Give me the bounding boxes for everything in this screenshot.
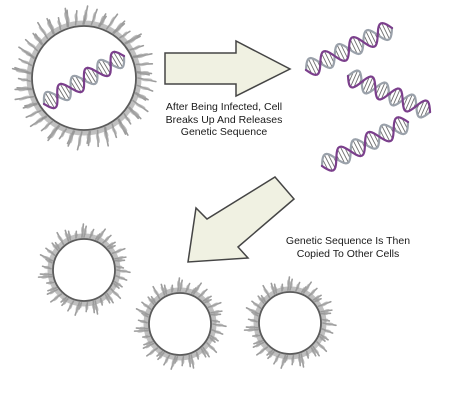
copy-caption: Genetic Sequence Is Then Copied To Other… [268, 235, 428, 260]
copied-cell-icon [243, 276, 337, 369]
caption-line: Genetic Sequence [180, 126, 268, 138]
released-dna-strand-icon [320, 116, 410, 172]
arrow-down-left-icon [187, 176, 296, 263]
caption-line: Copied To Other Cells [296, 247, 400, 260]
dna-inside-cell-icon [42, 50, 126, 110]
infection-caption: After Being Infected, Cell Breaks Up And… [158, 101, 290, 139]
caption-line: Genetic Sequence Is Then [285, 235, 411, 247]
released-dna-strand-icon [304, 21, 394, 77]
copied-cell-icon [37, 223, 131, 316]
released-dna-strand-icon [346, 69, 432, 119]
arrow-right-icon [164, 39, 292, 98]
infected-cell-icon [11, 5, 157, 151]
copied-cell-icon [133, 277, 227, 370]
caption-line: Breaks Up And Releases [165, 113, 283, 126]
caption-line: After Being Infected, Cell [165, 101, 283, 113]
